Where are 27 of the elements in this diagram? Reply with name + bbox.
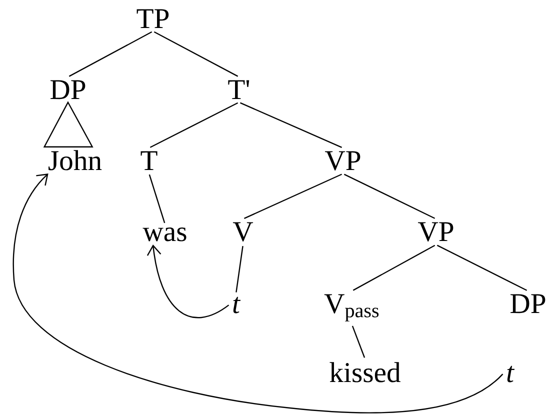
category-label: T xyxy=(140,151,158,170)
category-label: V$_{pass}$ xyxy=(324,294,379,322)
branch-line xyxy=(68,31,152,77)
trace-label: t xyxy=(507,366,515,382)
branch-line xyxy=(148,174,166,224)
category-label: V xyxy=(232,222,254,242)
category-label: kissed xyxy=(330,362,400,382)
category-label: TP xyxy=(136,9,169,28)
category-label: VP xyxy=(325,151,360,170)
category-label: DP xyxy=(510,294,546,314)
trace-label: t xyxy=(233,296,241,314)
movement-arrow xyxy=(12,174,504,414)
branch-line xyxy=(344,174,436,219)
category-label: T' xyxy=(228,80,250,99)
branch-line xyxy=(154,31,238,77)
branch-line xyxy=(352,244,436,291)
branch-line xyxy=(236,246,244,292)
category-label: DP xyxy=(50,80,86,100)
branch-line xyxy=(352,326,366,358)
branch-line xyxy=(150,102,238,148)
branch-line xyxy=(436,244,528,291)
branch-line xyxy=(240,102,342,148)
movement-arrow xyxy=(146,244,230,318)
category-label: John xyxy=(48,150,102,170)
branch-line xyxy=(244,174,342,219)
category-label: was xyxy=(142,228,186,242)
category-label: VP xyxy=(418,222,454,242)
